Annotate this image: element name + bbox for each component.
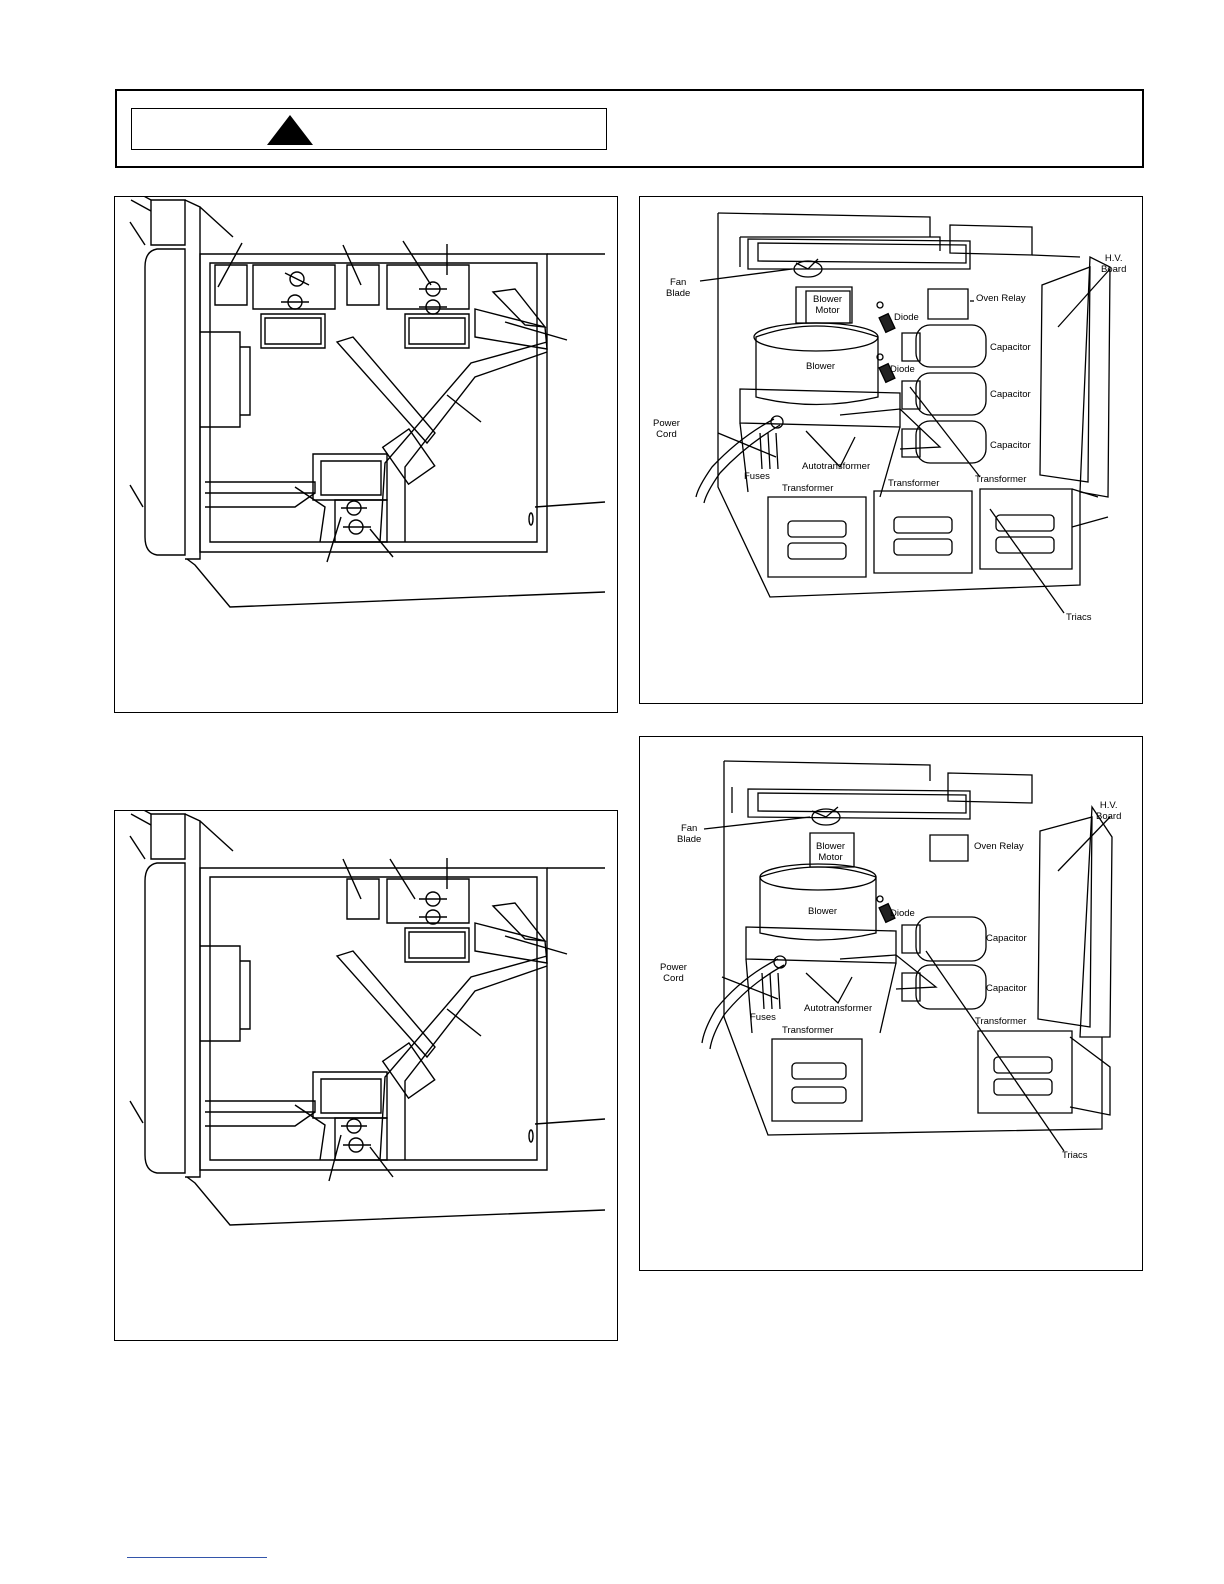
capacitor-label-a-2: Capacitor <box>990 389 1031 400</box>
triacs-label-b: Triacs <box>1062 1150 1088 1161</box>
warning-header-box <box>115 89 1144 168</box>
oven-relay-label-a: Oven Relay <box>976 293 1026 304</box>
diode-label-a-1: Diode <box>894 312 919 323</box>
component-drawing-bottom <box>640 737 1144 1272</box>
warning-triangle-icon <box>267 115 313 145</box>
fan-blade-label-b: Fan Blade <box>677 823 702 845</box>
blower-motor-label-b: Blower Motor <box>816 841 846 863</box>
footer-rule <box>127 1557 267 1558</box>
diode-label-b: Diode <box>890 908 915 919</box>
transformer-label-b-2: Transformer <box>975 1016 1027 1027</box>
oven-cavity-drawing-top <box>115 197 619 714</box>
capacitor-label-a-3: Capacitor <box>990 440 1031 451</box>
fan-blade-label-a: Fan Blade <box>666 277 691 299</box>
transformer-label-b-1: Transformer <box>782 1025 834 1036</box>
autotransformer-label-a: Autotransformer <box>802 461 871 472</box>
capacitor-label-b-2: Capacitor <box>986 983 1027 994</box>
diode-label-a-2: Diode <box>890 364 915 375</box>
component-diagram-top: Fan Blade Blower Motor Oven Relay H.V. B… <box>639 196 1143 704</box>
oven-relay-label-b: Oven Relay <box>974 841 1024 852</box>
transformer-label-a-2: Transformer <box>888 478 940 489</box>
transformer-label-a-3: Transformer <box>975 474 1027 485</box>
blower-motor-label-a: Blower Motor <box>813 294 843 316</box>
blower-label-a: Blower <box>806 361 836 372</box>
hv-board-label-b: H.V. Board <box>1096 800 1122 822</box>
oven-cavity-diagram-bottom <box>114 810 618 1341</box>
component-diagram-bottom: Fan Blade Blower Motor Oven Relay H.V. B… <box>639 736 1143 1271</box>
fuses-label-a: Fuses <box>744 471 770 482</box>
hv-board-label-a: H.V. Board <box>1101 253 1127 275</box>
warning-label-box <box>131 108 607 150</box>
component-drawing-top <box>640 197 1144 705</box>
triacs-label-a: Triacs <box>1066 612 1092 623</box>
blower-label-b: Blower <box>808 906 838 917</box>
capacitor-label-b-1: Capacitor <box>986 933 1027 944</box>
fuses-label-b: Fuses <box>750 1012 776 1023</box>
oven-cavity-drawing-bottom <box>115 811 619 1342</box>
oven-cavity-diagram-top <box>114 196 618 713</box>
capacitor-label-a-1: Capacitor <box>990 342 1031 353</box>
power-cord-label-b: Power Cord <box>660 962 687 984</box>
autotransformer-label-b: Autotransformer <box>804 1003 873 1014</box>
transformer-label-a-1: Transformer <box>782 483 834 494</box>
power-cord-label-a: Power Cord <box>653 418 680 440</box>
